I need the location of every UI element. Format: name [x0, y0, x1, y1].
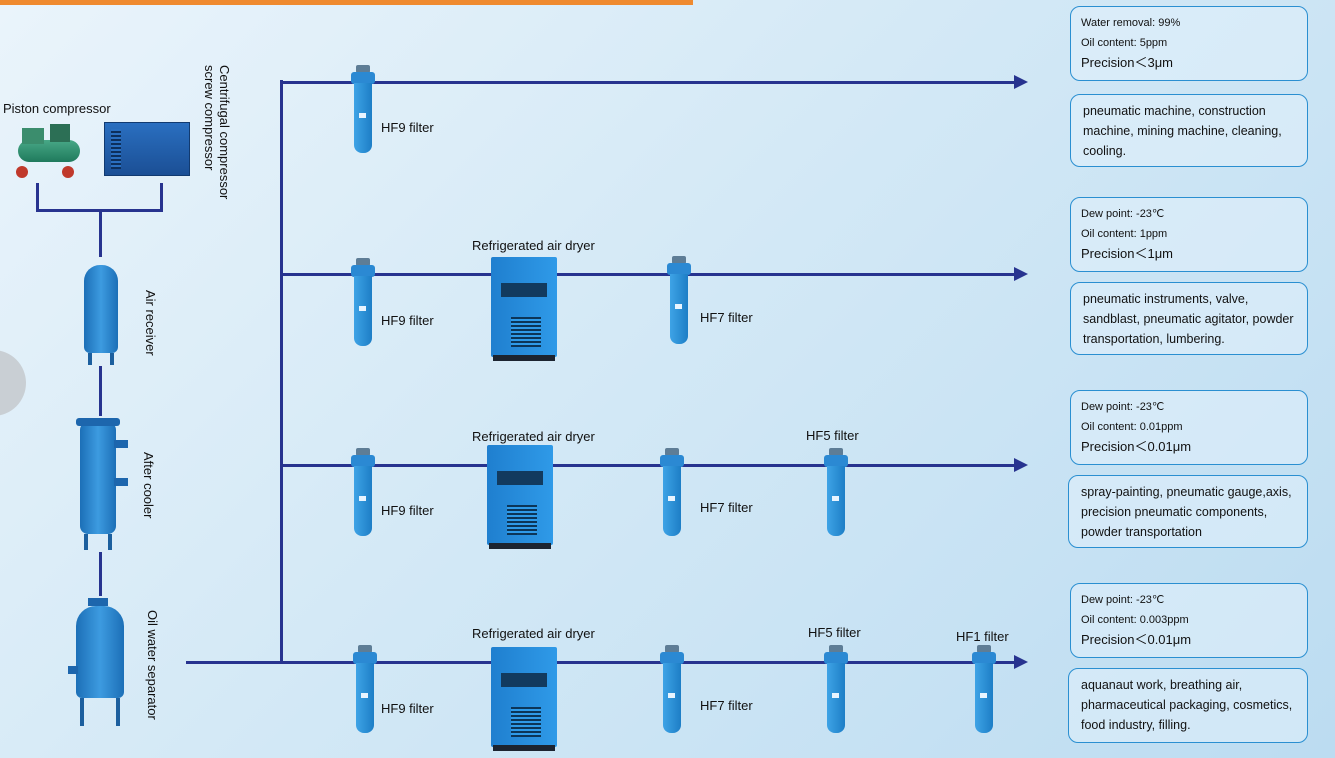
- pipe: [99, 209, 102, 257]
- filter-label: HF7 filter: [700, 698, 753, 713]
- spec-oil: Oil content: 1ppm: [1081, 228, 1168, 240]
- spec-dew: Dew point: -23℃: [1081, 208, 1165, 220]
- application-box: pneumatic instruments, valve, sandblast,…: [1070, 282, 1308, 355]
- main-pipe: [186, 661, 282, 664]
- arrow-icon: [1014, 267, 1028, 281]
- application-box: spray-painting, pneumatic gauge,axis, pr…: [1068, 475, 1308, 548]
- application-box: pneumatic machine, construction machine,…: [1070, 94, 1308, 167]
- refrigerated-air-dryer-image: [487, 445, 553, 549]
- pipe: [160, 183, 163, 211]
- hf5-filter-image: [824, 645, 848, 735]
- spec-precision: Precision＜0.01μm: [1081, 632, 1192, 647]
- piston-compressor-label: Piston compressor: [3, 101, 111, 116]
- application-box: aquanaut work, breathing air, pharmaceut…: [1068, 668, 1308, 743]
- filter-label: HF9 filter: [381, 313, 434, 328]
- dryer-label: Refrigerated air dryer: [472, 626, 595, 641]
- filter-label: HF9 filter: [381, 120, 434, 135]
- refrigerated-air-dryer-image: [491, 257, 557, 361]
- row-pipe: [280, 661, 1016, 664]
- spec-box: Dew point: -23℃ Oil content: 0.01ppm Pre…: [1070, 390, 1308, 465]
- spec-water: Water removal: 99%: [1081, 17, 1181, 29]
- spec-precision: Precision＜1μm: [1081, 246, 1174, 261]
- screw-compressor-image: [104, 122, 190, 176]
- filter-label: HF5 filter: [808, 625, 861, 640]
- spec-oil: Oil content: 5ppm: [1081, 37, 1168, 49]
- oil-water-separator-label: Oil water separator: [145, 610, 160, 720]
- air-receiver-image: [84, 265, 118, 365]
- arrow-icon: [1014, 75, 1028, 89]
- filter-label: HF1 filter: [956, 629, 1009, 644]
- hf7-filter-image: [660, 448, 684, 538]
- filter-label: HF7 filter: [700, 310, 753, 325]
- top-accent-bar: [0, 0, 693, 5]
- hf9-filter-image: [353, 645, 377, 735]
- filter-label: HF9 filter: [381, 701, 434, 716]
- spec-oil: Oil content: 0.01ppm: [1081, 421, 1183, 433]
- after-cooler-label: After cooler: [141, 452, 156, 519]
- dryer-label: Refrigerated air dryer: [472, 238, 595, 253]
- dryer-label: Refrigerated air dryer: [472, 429, 595, 444]
- spec-box: Dew point: -23℃ Oil content: 0.003ppm Pr…: [1070, 583, 1308, 658]
- oil-water-separator-image: [68, 598, 132, 728]
- pipe: [36, 183, 39, 211]
- hf9-filter-image: [351, 448, 375, 538]
- air-receiver-label: Air receiver: [143, 290, 158, 356]
- row-pipe: [280, 81, 1016, 84]
- arrow-icon: [1014, 655, 1028, 669]
- filter-label: HF5 filter: [806, 428, 859, 443]
- hf9-filter-image: [351, 65, 375, 155]
- filter-label: HF7 filter: [700, 500, 753, 515]
- refrigerated-air-dryer-image: [491, 647, 557, 751]
- main-riser: [280, 80, 283, 664]
- spec-box: Water removal: 99% Oil content: 5ppm Pre…: [1070, 6, 1308, 81]
- spec-dew: Dew point: -23℃: [1081, 594, 1165, 606]
- hf9-filter-image: [351, 258, 375, 348]
- hf7-filter-image: [660, 645, 684, 735]
- side-tab[interactable]: [0, 350, 26, 416]
- hf5-filter-image: [824, 448, 848, 538]
- screw-compressor-label: Centrifugal compressor screw compressor: [202, 65, 232, 200]
- pipe: [99, 552, 102, 596]
- pipe: [99, 366, 102, 416]
- row-pipe: [280, 464, 1016, 467]
- filter-label: HF9 filter: [381, 503, 434, 518]
- piston-compressor-image: [12, 122, 82, 182]
- hf7-filter-image: [667, 256, 691, 346]
- spec-precision: Precision＜0.01μm: [1081, 439, 1192, 454]
- arrow-icon: [1014, 458, 1028, 472]
- spec-dew: Dew point: -23℃: [1081, 401, 1165, 413]
- after-cooler-image: [70, 418, 130, 550]
- spec-box: Dew point: -23℃ Oil content: 1ppm Precis…: [1070, 197, 1308, 272]
- row-pipe: [280, 273, 1016, 276]
- spec-precision: Precision＜3μm: [1081, 55, 1174, 70]
- hf1-filter-image: [972, 645, 996, 735]
- spec-oil: Oil content: 0.003ppm: [1081, 614, 1189, 626]
